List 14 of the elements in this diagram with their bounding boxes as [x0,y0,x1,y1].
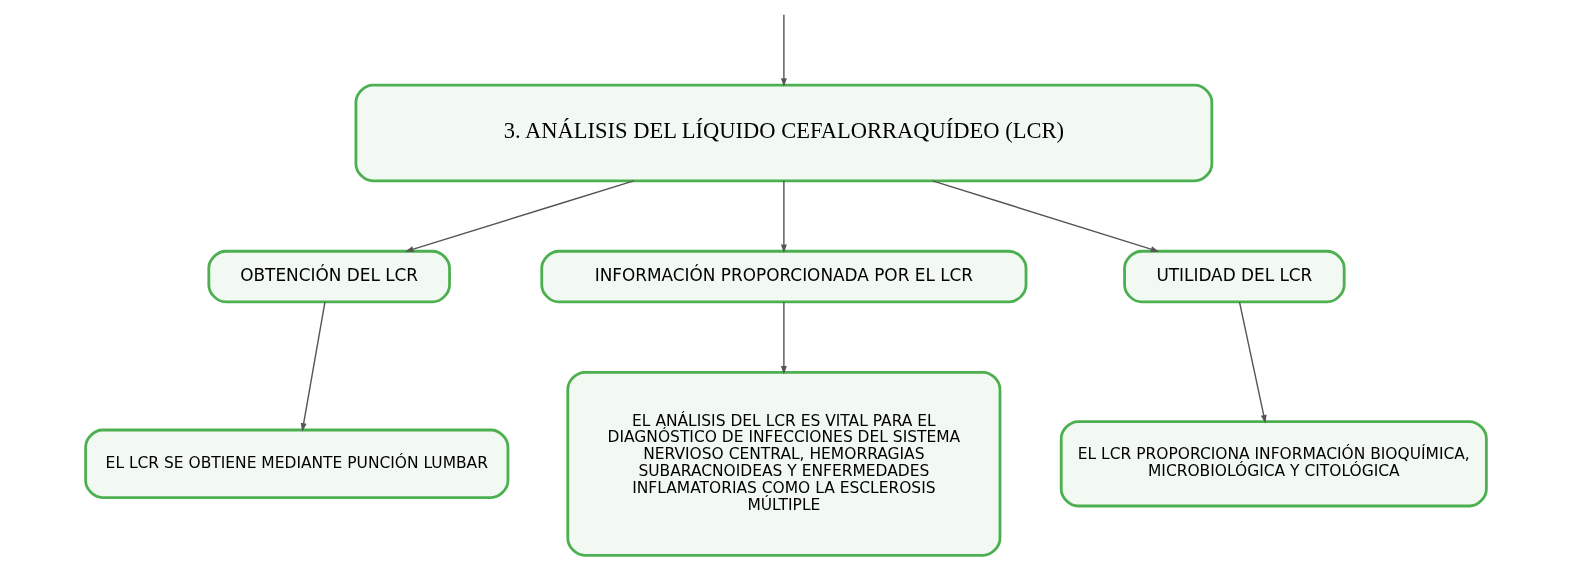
arrow [780,180,787,253]
arrow [404,180,634,252]
node-box: INFORMACIÓN PROPORCIONADA POR EL LCR [539,249,1027,304]
arrow [300,301,326,432]
node-box: OBTENCIÓN DEL LCR [206,249,451,304]
arrow [780,301,787,375]
arrow [1238,301,1267,424]
node-box: UTILIDAD DEL LCR [1122,249,1346,304]
node-box: EL LCR PROPORCIONA INFORMACIÓN BIOQUÍMICA, MICROBIOLÓGICA Y CITOLÓGICA [1059,420,1488,508]
node-box: 3. ANÁLISIS DEL LÍQUIDO CEFALORRAQUÍDEO (LCR) [354,83,1213,183]
node-box: EL LCR SE OBTIENE MEDIANTE PUNCIÓN LUMBAR [83,428,509,499]
arrow [780,14,787,87]
arrow [931,180,1159,252]
node-box: EL ANÁLISIS DEL LCR ES VITAL PARA EL DIAGNÓSTICO DE INFECCIONES DEL SISTEMA NERVIOSO CENTRAL, HEMORRAGIAS SUBARACNOIDEAS Y ENFERMEDADES INFLAMATORIAS COMO LA ESCLEROSIS MÚLTIPLE [565,370,1001,557]
